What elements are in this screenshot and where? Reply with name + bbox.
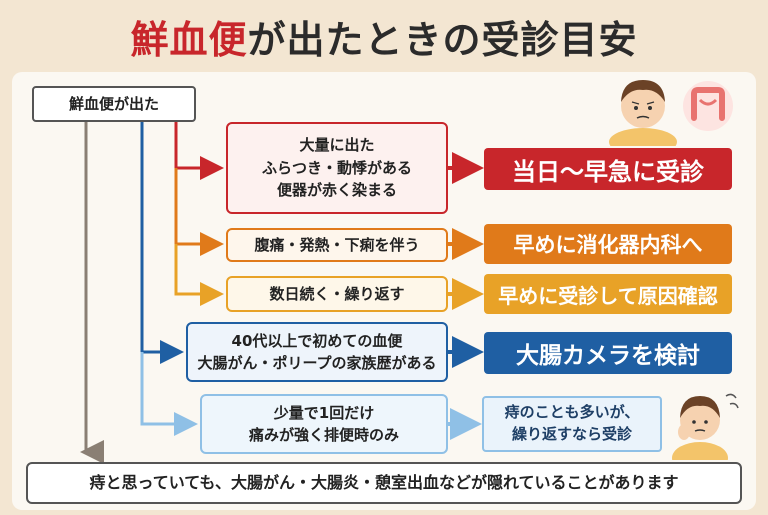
action-line: 痔のことも多いが、 — [504, 403, 640, 422]
orange-flow-line — [174, 168, 224, 256]
person-hair — [621, 80, 665, 102]
condition-symptoms: 腹痛・発熱・下痢を伴う — [226, 228, 448, 262]
person-shoulders — [609, 128, 677, 146]
blue-flow-line — [140, 122, 184, 364]
title-accent: 鮮血便 — [130, 17, 248, 62]
condition-line: 数日続く・繰り返す — [269, 284, 405, 303]
start-label: 鮮血便が出た — [68, 94, 159, 113]
action-label: 大腸カメラを検討 — [516, 343, 700, 369]
person-face — [621, 84, 665, 128]
condition-risk: 40代以上で初めての血便 大腸がん・ポリープの家族歴がある — [186, 322, 448, 382]
thinking-person-illustration — [672, 393, 739, 460]
condition-recurring: 数日続く・繰り返す — [226, 276, 448, 312]
condition-line: 少量で1回だけ — [273, 403, 375, 422]
red-flow-line — [174, 122, 224, 180]
action-urgent: 当日〜早急に受診 — [484, 148, 732, 190]
amber-flow-line — [174, 244, 224, 306]
page-title: 鮮血便が出たときの受診目安 — [0, 0, 768, 72]
worried-person-illustration — [609, 80, 677, 146]
bottom-note: 痔と思っていても、大腸がん・大腸炎・憩室出血などが隠れていることがあります — [26, 462, 742, 504]
action-label: 早めに消化器内科へ — [513, 233, 703, 257]
title-rest: が出たときの受診目安 — [247, 17, 638, 62]
bottom-note-text: 痔と思っていても、大腸がん・大腸炎・憩室出血などが隠れていることがあります — [89, 473, 679, 492]
condition-line: 大腸がん・ポリープの家族歴がある — [197, 354, 437, 372]
condition-line: 腹痛・発熱・下痢を伴う — [254, 235, 420, 254]
condition-line: 痛みが強く排便時のみ — [248, 426, 399, 444]
condition-line: 大量に出た — [299, 136, 375, 155]
action-hemorrhoid: 痔のことも多いが、 繰り返すなら受診 — [482, 396, 662, 452]
condition-line: ふらつき・動悸がある — [261, 158, 412, 177]
action-gastro: 早めに消化器内科へ — [484, 224, 732, 264]
condition-line: 便器が赤く染まる — [276, 181, 397, 200]
intestine-icon — [683, 81, 733, 131]
start-node: 鮮血便が出た — [32, 86, 196, 122]
action-label: 早めに受診して原因確認 — [498, 283, 718, 308]
action-checkup: 早めに受診して原因確認 — [484, 274, 732, 314]
condition-minor: 少量で1回だけ 痛みが強く排便時のみ — [200, 394, 448, 454]
action-label: 当日〜早急に受診 — [512, 157, 704, 186]
condition-severe: 大量に出た ふらつき・動悸がある 便器が赤く染まる — [226, 122, 448, 214]
action-colonoscopy: 大腸カメラを検討 — [484, 332, 732, 374]
lightblue-flow-line — [140, 352, 198, 436]
condition-line: 40代以上で初めての血便 — [231, 331, 403, 350]
action-line: 繰り返すなら受診 — [511, 425, 632, 443]
